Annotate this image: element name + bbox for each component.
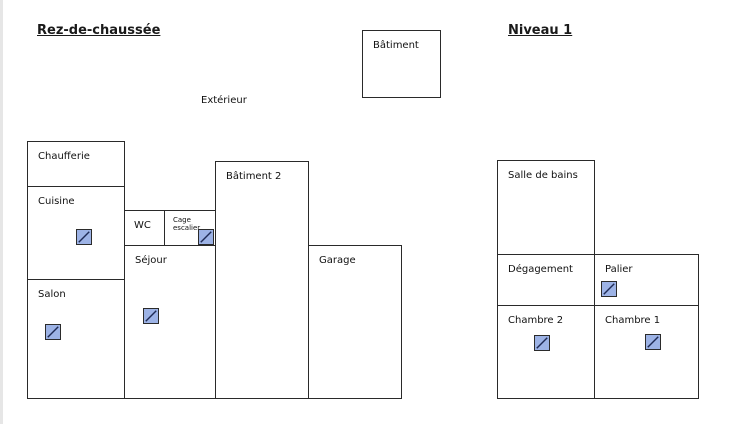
sensor-icon[interactable] <box>645 334 661 350</box>
level-1-heading: Niveau 1 <box>508 23 573 38</box>
room-salon[interactable]: Salon <box>27 279 125 399</box>
sensor-icon[interactable] <box>198 229 214 245</box>
room-chambre-1[interactable]: Chambre 1 <box>594 305 699 399</box>
sensor-icon[interactable] <box>45 324 61 340</box>
room-label-cuisine: Cuisine <box>38 196 75 207</box>
room-wc[interactable]: WC <box>124 210 165 246</box>
room-label-chambre-2: Chambre 2 <box>508 315 564 326</box>
room-label-palier: Palier <box>605 264 633 275</box>
room-garage[interactable]: Garage <box>308 245 402 399</box>
room-label-batiment-2: Bâtiment 2 <box>226 171 282 182</box>
room-palier[interactable]: Palier <box>594 254 699 306</box>
room-label-sejour: Séjour <box>135 255 167 266</box>
room-label-cage-escalier: Cage escalier <box>173 216 201 233</box>
room-label-chaufferie: Chaufferie <box>38 151 90 162</box>
sensor-icon[interactable] <box>143 308 159 324</box>
room-chaufferie[interactable]: Chaufferie <box>27 141 125 187</box>
room-batiment[interactable]: Bâtiment <box>362 30 441 98</box>
room-label-chambre-1: Chambre 1 <box>605 315 661 326</box>
sensor-icon[interactable] <box>76 229 92 245</box>
room-chambre-2[interactable]: Chambre 2 <box>497 305 595 399</box>
room-cage-escalier[interactable]: Cage escalier <box>164 210 216 246</box>
room-sejour[interactable]: Séjour <box>124 245 216 399</box>
room-label-batiment: Bâtiment <box>373 40 419 51</box>
ground-floor-heading: Rez-de-chaussée <box>37 23 161 38</box>
room-label-wc: WC <box>134 220 151 231</box>
room-label-salon: Salon <box>38 289 66 300</box>
room-cuisine[interactable]: Cuisine <box>27 186 125 280</box>
room-degagement[interactable]: Dégagement <box>497 254 595 306</box>
room-label-salle-de-bains: Salle de bains <box>508 170 578 181</box>
room-batiment-2[interactable]: Bâtiment 2 <box>215 161 309 399</box>
sensor-icon[interactable] <box>601 281 617 297</box>
room-salle-de-bains[interactable]: Salle de bains <box>497 160 595 255</box>
exterior-label: Extérieur <box>201 95 247 106</box>
sensor-icon[interactable] <box>534 335 550 351</box>
left-edge-shadow <box>0 0 3 424</box>
room-label-degagement: Dégagement <box>508 264 573 275</box>
room-label-garage: Garage <box>319 255 356 266</box>
